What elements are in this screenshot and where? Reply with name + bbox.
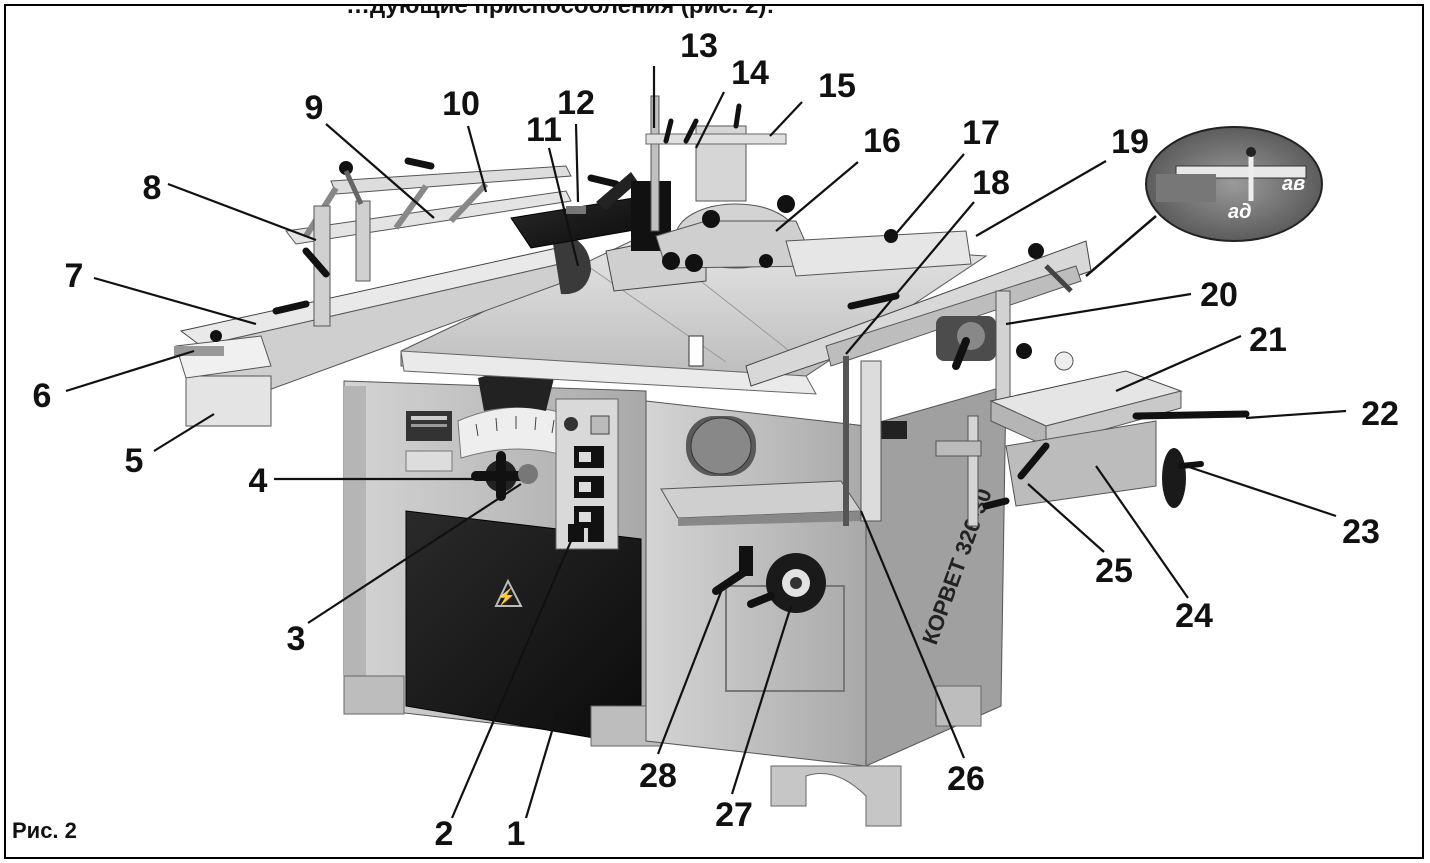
callout-4: 4	[248, 462, 268, 500]
callout-7: 7	[64, 257, 84, 295]
tilt-knob	[471, 451, 538, 501]
callout-10: 10	[442, 85, 480, 123]
inset-detail: ав ад	[1085, 126, 1323, 277]
callout-12: 12	[557, 84, 595, 122]
callout-16: 16	[863, 122, 901, 160]
callout-13: 13	[680, 27, 718, 65]
callout-25: 25	[1095, 552, 1133, 590]
cropped-heading: …дующие приспособления (рис. 2):	[346, 4, 775, 19]
callout-23: 23	[1342, 513, 1380, 551]
callout-26: 26	[947, 760, 985, 798]
figure-caption: Рис. 2	[12, 818, 77, 843]
callout-17: 17	[962, 114, 1000, 152]
svg-text:⚡: ⚡	[496, 587, 516, 606]
inset-label-av: ав	[1282, 173, 1305, 195]
figure-frame: …дующие приспособления (рис. 2): ⚡	[4, 4, 1424, 859]
machine-illustration: ⚡	[65, 66, 1347, 827]
callout-8: 8	[142, 169, 162, 207]
callout-18: 18	[972, 164, 1010, 202]
callout-11: 11	[526, 111, 562, 149]
callout-2: 2	[434, 815, 454, 853]
callout-15: 15	[818, 67, 856, 105]
mortiser-unit	[935, 370, 1250, 527]
callout-1: 1	[506, 815, 526, 853]
callout-24: 24	[1175, 597, 1213, 635]
rip-fence-assembly	[605, 95, 817, 292]
callout-21: 21	[1249, 321, 1287, 359]
leader-lines	[65, 66, 1347, 819]
planer-body: КОРВЕТ 326-30	[645, 385, 1007, 827]
sliding-carriage	[174, 157, 620, 427]
callout-3: 3	[286, 620, 306, 658]
callout-20: 20	[1200, 276, 1238, 314]
saw-blade-guard	[510, 172, 647, 295]
callout-27: 27	[715, 796, 753, 834]
callout-22: 22	[1361, 395, 1399, 433]
main-cabinet: ⚡	[343, 372, 662, 747]
callout-6: 6	[32, 377, 52, 415]
inset-label-ad: ад	[1228, 201, 1252, 223]
callout-28: 28	[639, 757, 677, 795]
callout-9: 9	[304, 89, 324, 127]
callout-19: 19	[1111, 123, 1149, 161]
callout-14: 14	[731, 54, 769, 92]
callout-5: 5	[124, 442, 144, 480]
